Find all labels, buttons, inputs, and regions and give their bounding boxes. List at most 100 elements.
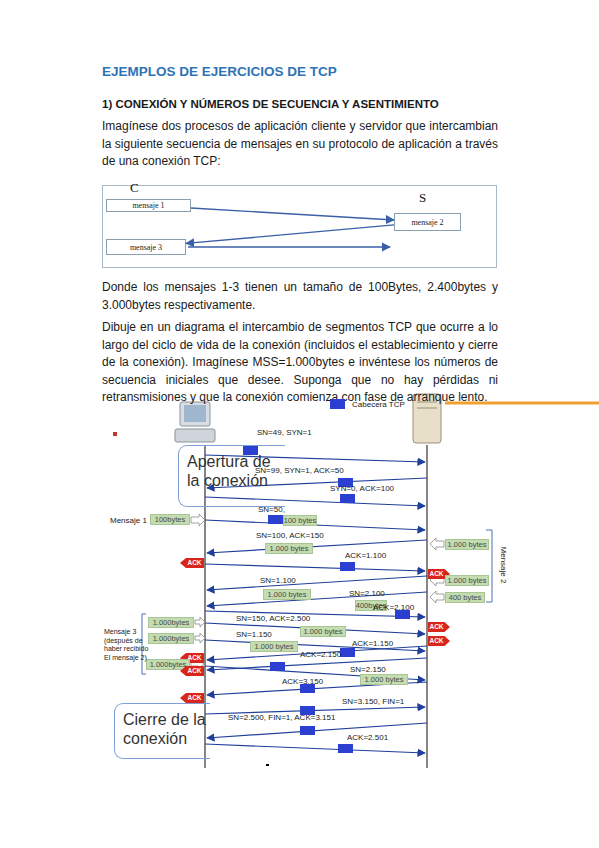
node-text: 1.000 bytes xyxy=(365,675,404,684)
endpoint-letter: C xyxy=(130,180,139,196)
header-block xyxy=(270,662,285,671)
data-block: 1.000 bytes xyxy=(263,589,311,600)
diagram-label: SN=1.100 xyxy=(260,576,296,585)
data-block: 100 bytes xyxy=(283,515,317,526)
ack-fill xyxy=(180,558,204,568)
diagram-label: SN=3.150, FIN=1 xyxy=(342,697,404,706)
diagram-label: SN=1.150 xyxy=(236,630,272,639)
node-text: mensaje 1 xyxy=(132,201,164,210)
data-block: 1.000 bytes xyxy=(360,674,408,685)
hollow-arrow xyxy=(195,617,205,627)
diagram-label: SN=2.100 xyxy=(349,589,385,598)
data-block: 1.000 bytes xyxy=(300,626,346,637)
header-block xyxy=(340,648,355,657)
diagram-label: ACK=2.501 xyxy=(347,733,388,742)
server-slot xyxy=(417,408,437,409)
node-text: ACK xyxy=(185,693,204,703)
segment-arrow xyxy=(207,540,427,553)
hollow-arrow xyxy=(430,591,444,603)
segment-arrow xyxy=(205,707,425,714)
message-box: mensaje 2 xyxy=(394,213,461,231)
header-block xyxy=(340,494,355,503)
ack-fill xyxy=(180,666,204,676)
header-block xyxy=(338,744,353,753)
legend-text: Cabecera TCP xyxy=(352,400,405,409)
message-frame: CSmensaje 1mensaje 2mensaje 3 xyxy=(102,185,497,268)
legend-swatch xyxy=(330,399,345,409)
node-text: 1.000bytes xyxy=(153,618,190,627)
diagram-label: SN=50, xyxy=(258,505,285,514)
ack-fill xyxy=(428,636,450,646)
section-heading: 1) CONEXIÓN Y NÚMEROS DE SECUENCIA Y ASE… xyxy=(102,98,542,110)
segment-arrow xyxy=(205,744,425,753)
diagram-label: SN=100, ACK=150 xyxy=(256,531,324,540)
node-text: 1.000 bytes xyxy=(448,540,487,549)
page-title: EJEMPLOS DE EJERCICIOS DE TCP xyxy=(102,64,337,79)
header-block xyxy=(268,515,283,524)
phase-bracket: Apertura de la conexión xyxy=(178,445,285,507)
node-text: 1.000 bytes xyxy=(268,590,307,599)
header-block xyxy=(340,562,355,571)
client-base xyxy=(175,429,215,442)
diagram-label: Mensaje 1 xyxy=(110,516,147,525)
data-block: 1.000bytes xyxy=(148,633,194,644)
server-timeline xyxy=(426,445,427,768)
ack-fill xyxy=(428,622,450,632)
client-monitor xyxy=(180,402,210,426)
page-mark xyxy=(266,764,269,766)
bullet-mark xyxy=(113,432,117,436)
diagram-label: ACK=3.150 xyxy=(282,677,323,686)
diagram-label: ACK=1.100 xyxy=(345,551,386,560)
segment-arrow xyxy=(205,497,425,506)
data-block: 1.000 bytes xyxy=(445,539,489,550)
data-block: 1.000 bytes xyxy=(445,575,489,586)
ack-arrow: ACK xyxy=(180,558,204,568)
segment-arrow xyxy=(207,723,427,738)
client-screen xyxy=(184,405,206,422)
ack-arrow: ACK xyxy=(180,666,204,676)
diagram-label: SN=2.150 xyxy=(350,665,386,674)
node-text: ACK xyxy=(185,666,204,676)
body-paragraph: Donde los mensajes 1-3 tienen un tamaño … xyxy=(102,279,498,314)
diagram-label: ACK=2.150 xyxy=(300,650,341,659)
data-block: 100bytes xyxy=(150,514,190,525)
node-text: mensaje 2 xyxy=(411,218,443,227)
node-text: 1.000 bytes xyxy=(304,627,343,636)
node-text: mensaje 3 xyxy=(130,243,162,252)
diagram-label: ACK=2.100 xyxy=(373,603,414,612)
segment-arrow xyxy=(207,646,427,660)
message-label: Mensaje 2 xyxy=(498,535,508,595)
node-text: ACK xyxy=(428,622,445,632)
data-block: 1.000bytes xyxy=(148,617,194,628)
data-block: 400 bytes xyxy=(445,592,485,603)
ack-arrow: ACK xyxy=(428,636,450,646)
diagram-label: SN=150, ACK=2.500 xyxy=(236,614,310,623)
node-text: 1.000 bytes xyxy=(270,544,309,553)
diagram-label: SYN=0, ACK=100 xyxy=(330,484,394,493)
diagram-label: ACK=1.150 xyxy=(352,639,393,648)
node-text: 1.000bytes xyxy=(153,634,190,643)
ack-arrow: ACK xyxy=(180,693,204,703)
hollow-arrow xyxy=(430,538,444,550)
body-paragraph: Imagínese dos procesos de aplicación cli… xyxy=(102,118,498,171)
phase-bracket: Cierre de la conexión xyxy=(114,703,210,759)
endpoint-letter: S xyxy=(419,190,426,206)
data-block: 1.000 bytes xyxy=(265,543,313,554)
diagram-label: SN=49, SYN=1 xyxy=(257,428,312,437)
ack-arrow: ACK xyxy=(428,622,450,632)
node-text: 1.000 bytes xyxy=(448,576,487,585)
diagram-label: SN=99, SYN=1, ACK=50 xyxy=(255,466,344,475)
segment-arrow xyxy=(205,640,425,651)
node-text: 1.000bytes xyxy=(150,660,187,669)
node-text: Cierre de la conexión xyxy=(123,710,206,748)
segment-arrow xyxy=(205,564,425,571)
hollow-arrow xyxy=(195,633,205,643)
node-text: ACK xyxy=(185,558,204,568)
header-block xyxy=(300,726,315,735)
message-box: mensaje 3 xyxy=(106,239,186,255)
message-label: Mensaje 3 (después de haber recibido El … xyxy=(104,628,150,662)
diagram-label: SN=2.500, FIN=1, ACK=3.151 xyxy=(228,713,335,722)
node-text: ACK xyxy=(428,569,445,579)
